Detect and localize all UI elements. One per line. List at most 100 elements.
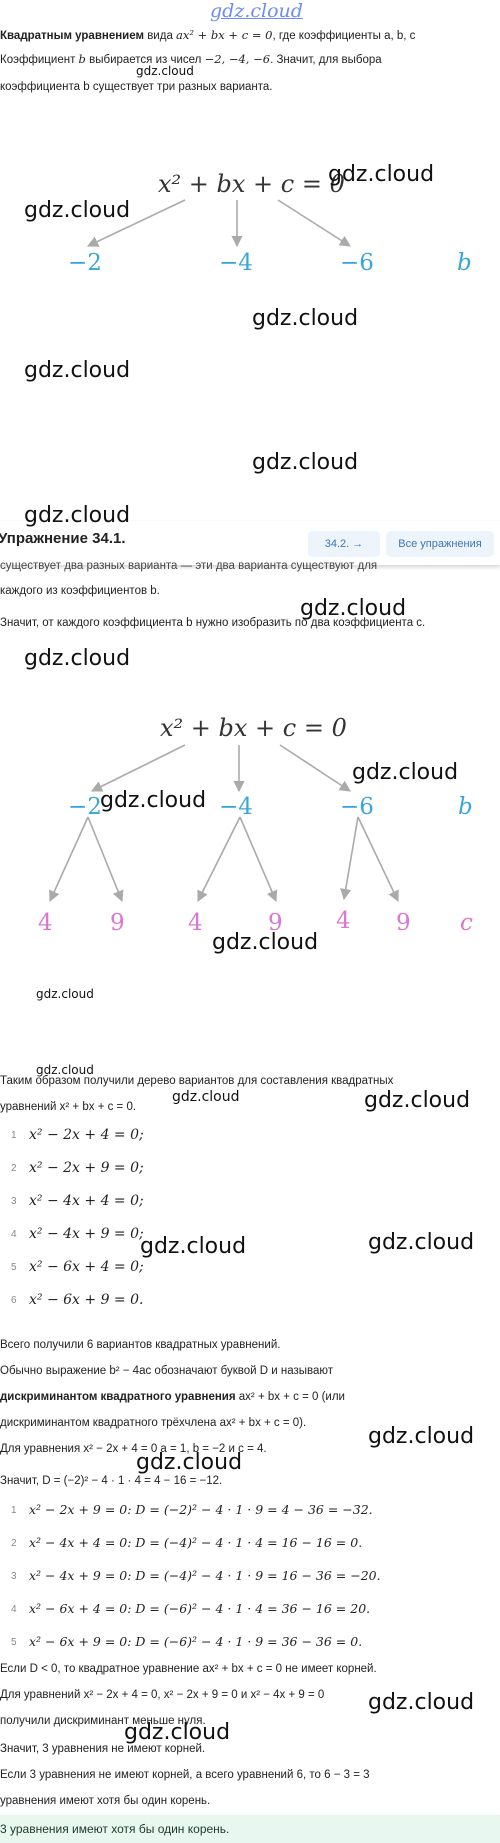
list-number: 5 bbox=[11, 1262, 17, 1273]
equation-item: x² − 2x + 9 = 0; bbox=[29, 1160, 144, 1176]
discriminant-item: x² − 6x + 9 = 0: D = (−6)² − 4 · 1 · 9 =… bbox=[29, 1634, 363, 1649]
result-text: 3 уравнения имеют хотя бы один корень. bbox=[0, 1822, 230, 1836]
intro-var-b: b bbox=[78, 52, 86, 66]
intro-text: выбирается из чисел bbox=[85, 54, 205, 66]
tree-1-arrows bbox=[86, 199, 351, 248]
list-number: 4 bbox=[11, 1604, 17, 1615]
discriminant-item: x² − 6x + 4 = 0: D = (−6)² − 4 · 1 · 4 =… bbox=[29, 1601, 371, 1616]
conclusion-line-5: Если 3 уравнения не имеют корней, а всег… bbox=[0, 1769, 370, 1781]
watermark: gdz.cloud bbox=[24, 646, 131, 671]
watermark: gdz.cloud bbox=[36, 987, 94, 1001]
arrow-to-c-9 bbox=[87, 816, 124, 903]
tree-2-c-node: 9 bbox=[396, 910, 411, 936]
arrow-to-c-4 bbox=[197, 816, 241, 903]
discriminant-item: x² − 4x + 9 = 0: D = (−4)² − 4 · 1 · 9 =… bbox=[29, 1568, 381, 1583]
arrow-to-minus2 bbox=[90, 744, 186, 792]
exercise-navbar: Упражнение 34.1. 34.2. → Все упражнения bbox=[0, 521, 500, 565]
tree-1-node-minus2: −2 bbox=[68, 250, 102, 276]
watermark: gdz.cloud bbox=[136, 1450, 243, 1475]
list-number: 2 bbox=[11, 1163, 17, 1174]
summary-line-1: Таким образом получили дерево вариантов … bbox=[0, 1075, 394, 1087]
tree-2-b-node: −6 bbox=[340, 794, 374, 820]
watermark: gdz.cloud bbox=[24, 503, 131, 528]
disc-line-4: дискриминантом квадратного трёхчлена ax²… bbox=[0, 1417, 307, 1429]
intro-equation: ax² + bx + c = 0 bbox=[176, 28, 273, 42]
equation-item: x² − 6x + 4 = 0; bbox=[29, 1259, 144, 1275]
discriminant-item: x² − 4x + 4 = 0: D = (−4)² − 4 · 1 · 4 =… bbox=[29, 1535, 363, 1550]
tree-2-c-node: 9 bbox=[110, 910, 125, 936]
section2-line-3: Значит, от каждого коэффициента b нужно … bbox=[0, 617, 426, 629]
watermark: gdz.cloud bbox=[328, 162, 435, 187]
watermark: gdz.cloud bbox=[368, 1230, 475, 1255]
list-number: 3 bbox=[11, 1571, 17, 1582]
arrow-to-minus6 bbox=[277, 199, 351, 247]
tree-2-c-node: 9 bbox=[268, 910, 283, 936]
watermark: gdz.cloud bbox=[352, 760, 459, 785]
intro-text: Коэффициент bbox=[0, 54, 79, 66]
all-exercises-button[interactable]: Все упражнения bbox=[386, 531, 494, 557]
intro-text: , где коэффициенты a, b, c bbox=[272, 30, 416, 42]
term-discriminant: дискриминантом квадратного уравнения bbox=[0, 1391, 236, 1403]
disc-line-2: Обычно выражение b² − 4ac обозначают бук… bbox=[0, 1365, 334, 1377]
next-exercise-button[interactable]: 34.2. → bbox=[308, 531, 380, 557]
conclusion-line-3: получили дискриминант меньше нуля. bbox=[0, 1715, 206, 1727]
conclusion-line-2: Для уравнений x² − 2x + 4 = 0, x² − 2x +… bbox=[0, 1689, 325, 1701]
site-logo[interactable]: gdz.cloud bbox=[210, 0, 303, 22]
exercise-title: Упражнение 34.1. bbox=[0, 530, 126, 547]
watermark: gdz.cloud bbox=[252, 450, 359, 475]
section2-line-1: существует два разных варианта — эти два… bbox=[0, 560, 378, 572]
watermark: gdz.cloud bbox=[24, 358, 131, 383]
tree-2-b-label: b bbox=[458, 794, 473, 820]
equation-item: x² − 6x + 9 = 0. bbox=[29, 1292, 144, 1308]
result-banner: 3 уравнения имеют хотя бы один корень. bbox=[0, 1815, 500, 1843]
watermark: gdz.cloud bbox=[368, 1424, 475, 1449]
disc-line-6: Значит, D = (−2)² − 4 · 1 · 4 = 4 − 16 =… bbox=[0, 1475, 223, 1487]
watermark: gdz.cloud bbox=[100, 788, 207, 813]
tree-1-node-minus6: −6 bbox=[340, 250, 374, 276]
list-number: 4 bbox=[11, 1229, 17, 1240]
tree-2-root: x² + bx + c = 0 bbox=[160, 714, 347, 742]
list-number: 1 bbox=[11, 1505, 17, 1516]
watermark: gdz.cloud bbox=[252, 306, 359, 331]
list-number: 3 bbox=[11, 1196, 17, 1207]
intro-text: вида bbox=[144, 30, 177, 42]
disc-line-5: Для уравнения x² − 2x + 4 = 0 a = 1, b =… bbox=[0, 1443, 267, 1455]
arrow-to-minus6 bbox=[279, 744, 351, 792]
equation-item: x² − 4x + 4 = 0; bbox=[29, 1193, 144, 1209]
list-number: 5 bbox=[11, 1637, 17, 1648]
watermark: gdz.cloud bbox=[368, 1690, 475, 1715]
section2-line-2: каждого из коэффициентов b. bbox=[0, 585, 160, 597]
tree-2-c-node: 4 bbox=[336, 908, 351, 934]
arrow-to-c-4 bbox=[49, 816, 89, 903]
tree-2-arrows bbox=[49, 744, 399, 903]
watermark: gdz.cloud bbox=[24, 198, 131, 223]
tree-1-level-label: b bbox=[457, 250, 472, 276]
equation-item: x² − 2x + 4 = 0; bbox=[29, 1127, 144, 1143]
watermark: gdz.cloud bbox=[140, 1234, 247, 1259]
tree-2-c-node: 4 bbox=[38, 910, 53, 936]
intro-line-2: Коэффициент b выбирается из чисел −2, −4… bbox=[0, 52, 382, 67]
arrow-to-minus2 bbox=[86, 199, 186, 247]
watermark: gdz.cloud bbox=[300, 596, 407, 621]
conclusion-line-4: Значит, 3 уравнения не имеют корней. bbox=[0, 1743, 206, 1755]
tree-2-b-node: −4 bbox=[219, 794, 253, 820]
tree-2-c-node: 4 bbox=[188, 910, 203, 936]
conclusion-line-1: Если D < 0, то квадратное уравнение ax² … bbox=[0, 1663, 377, 1675]
disc-text: ax² + bx + c = 0 (или bbox=[235, 1391, 345, 1403]
list-number: 1 bbox=[11, 1130, 17, 1141]
discriminant-item: x² − 2x + 9 = 0: D = (−2)² − 4 · 1 · 9 =… bbox=[29, 1502, 373, 1517]
watermark: gdz.cloud bbox=[364, 1088, 471, 1113]
watermark: gdz.cloud bbox=[124, 1720, 231, 1745]
equation-item: x² − 4x + 9 = 0; bbox=[29, 1226, 144, 1242]
watermark: gdz.cloud bbox=[136, 64, 194, 78]
intro-line-1: Квадратным уравнением вида ax² + bx + c … bbox=[0, 28, 415, 43]
disc-line-1: Всего получили 6 вариантов квадратных ур… bbox=[0, 1339, 281, 1351]
watermark: gdz.cloud bbox=[172, 1089, 240, 1105]
conclusion-line-6: уравнения имеют хотя бы один корень. bbox=[0, 1795, 211, 1807]
list-number: 6 bbox=[11, 1295, 17, 1306]
arrow-to-c-9 bbox=[239, 816, 278, 903]
intro-line-3: коэффициента b существует три разных вар… bbox=[0, 81, 273, 93]
disc-line-3: дискриминантом квадратного уравнения ax²… bbox=[0, 1390, 345, 1404]
arrow-to-c-9 bbox=[357, 816, 399, 903]
summary-line-2: уравнений x² + bx + c = 0. bbox=[0, 1101, 137, 1113]
